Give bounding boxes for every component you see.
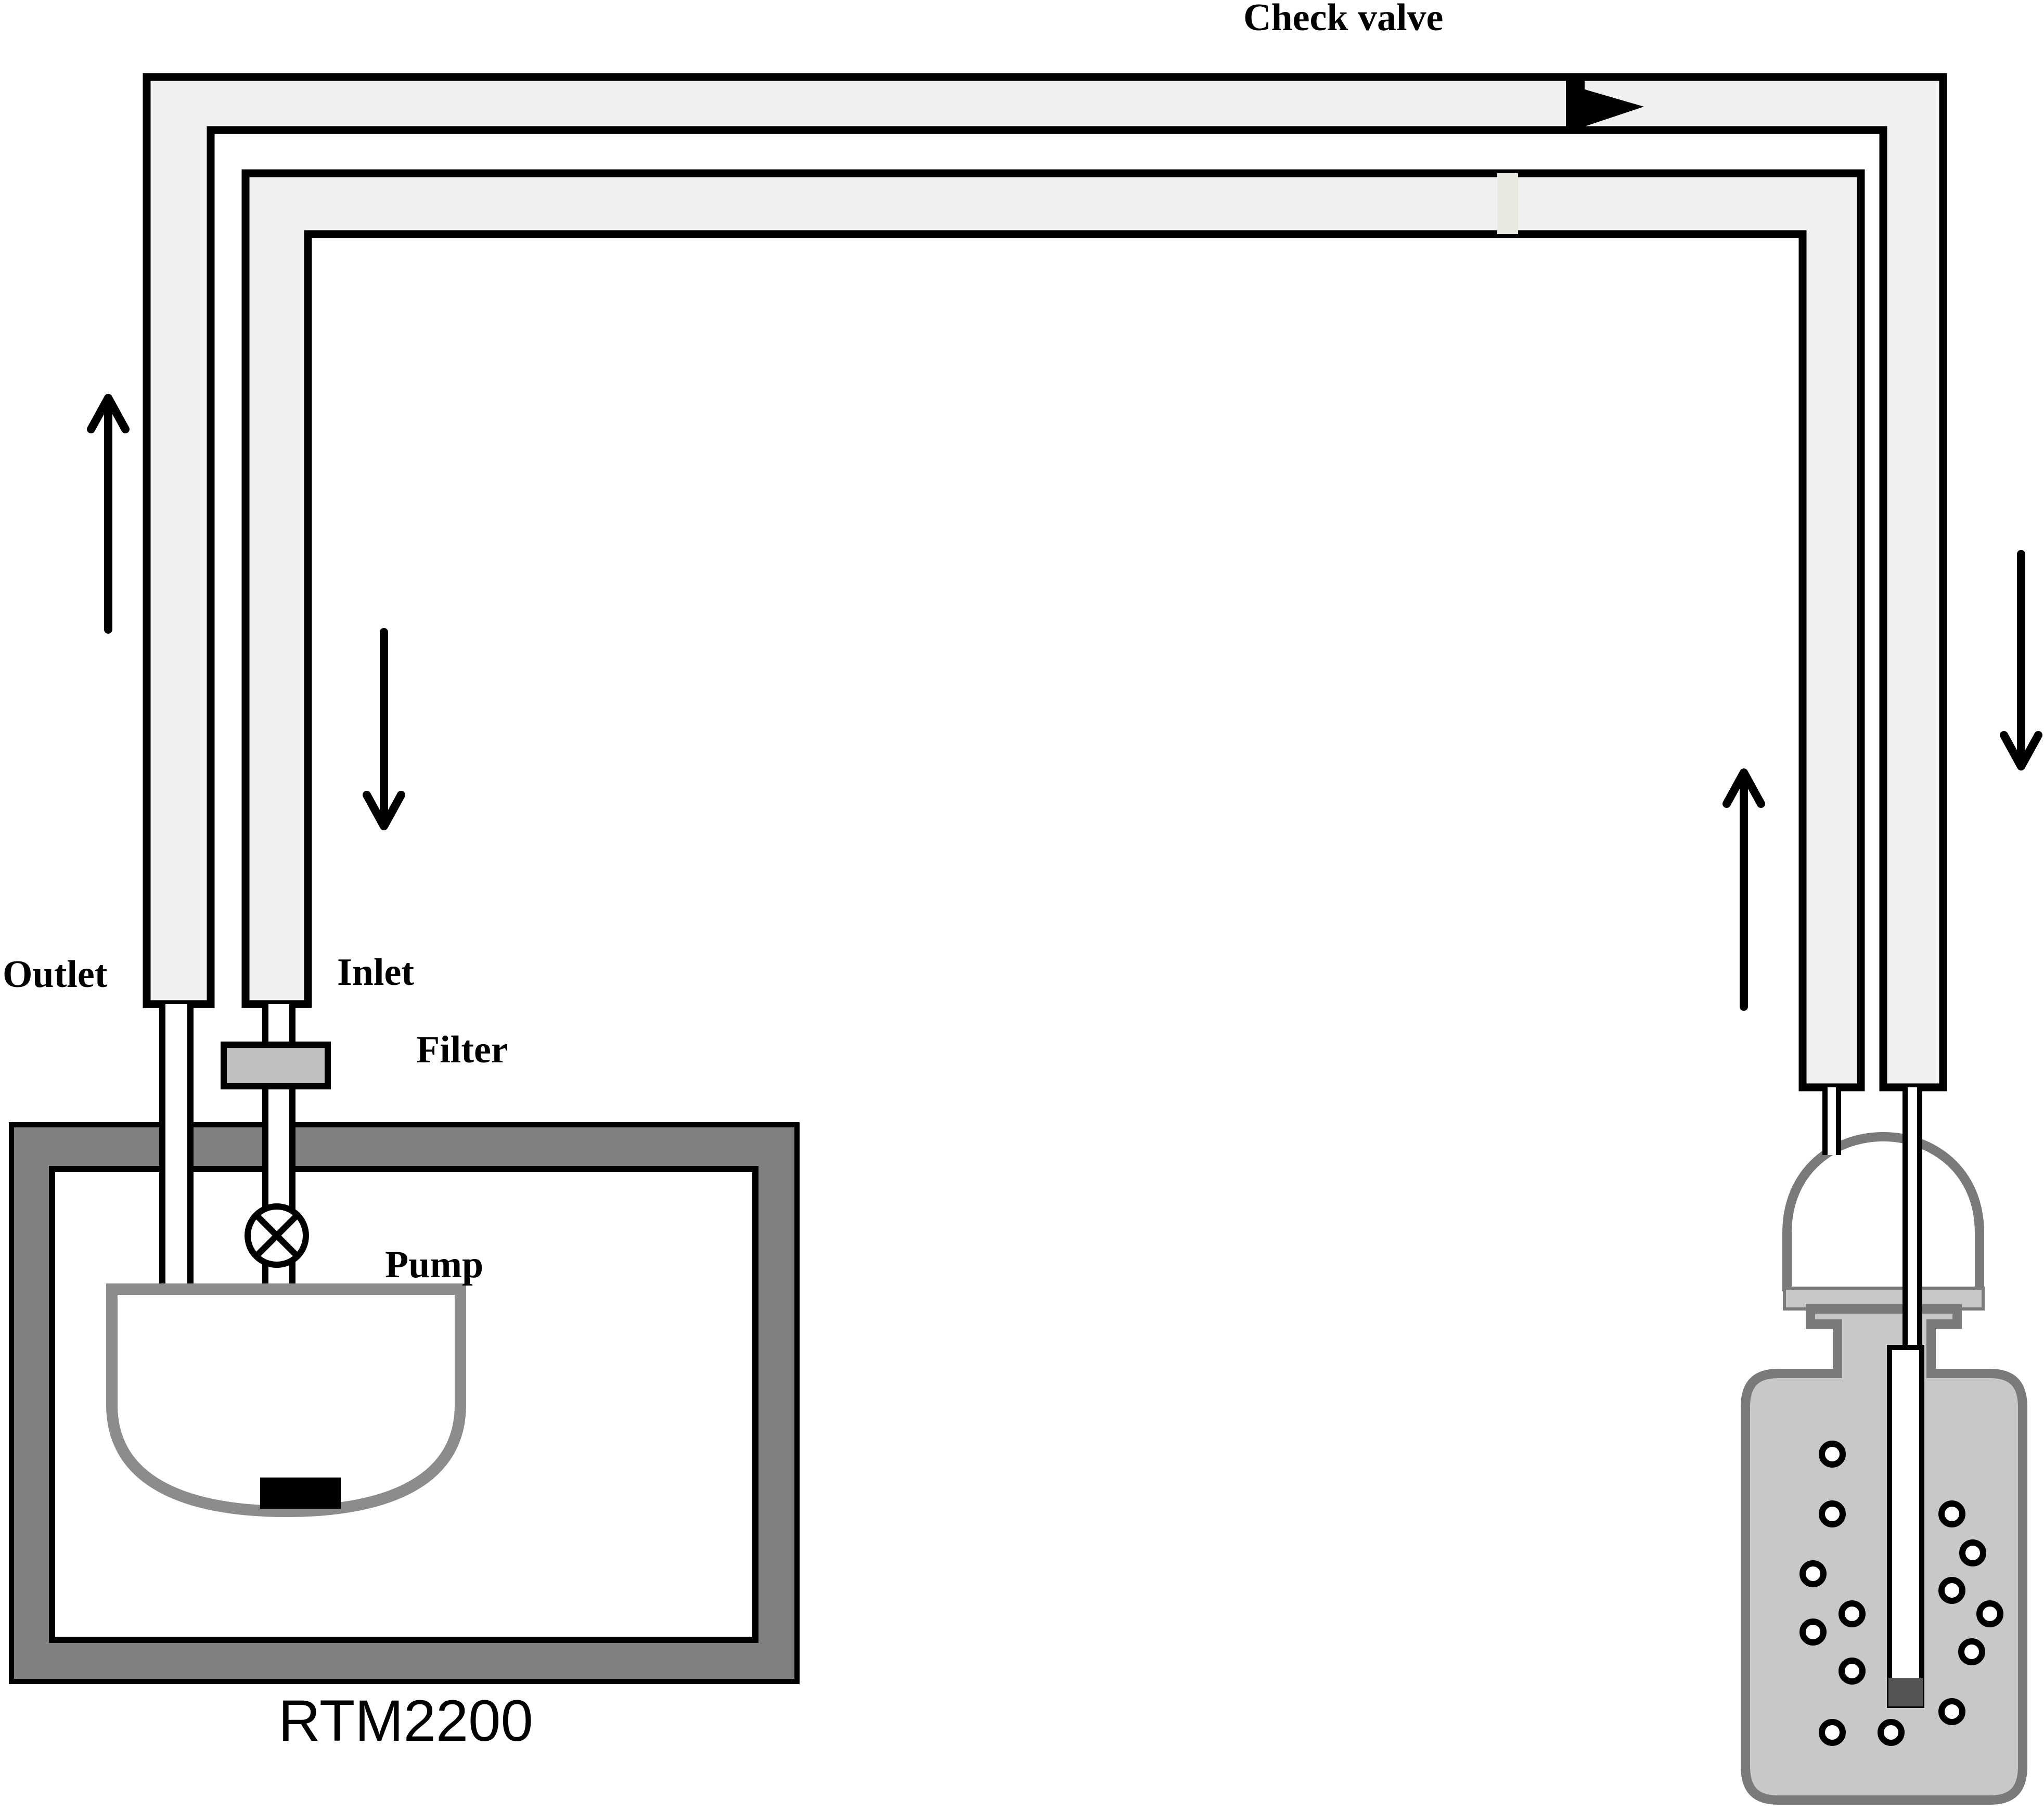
check-valve-icon	[1566, 77, 1644, 130]
bottle-dome	[1782, 1132, 1984, 1291]
flow-arrow-supply-down	[2000, 550, 2042, 770]
inlet-label: Inlet	[337, 951, 414, 994]
bubble	[1976, 1600, 2003, 1627]
bottle-supply-pipe	[1902, 1087, 1922, 1347]
filter-label: Filter	[416, 1029, 508, 1071]
flow-arrow-return-up	[1722, 768, 1765, 1011]
device-label: RTM2200	[278, 1688, 533, 1753]
bubble	[1799, 1619, 1827, 1646]
inline-marker	[1497, 173, 1518, 234]
bubble	[1959, 1539, 1986, 1566]
return-inlet-tube	[241, 169, 1865, 1091]
flow-arrow-inlet-down	[363, 628, 405, 830]
bubble	[1839, 1600, 1866, 1627]
outlet-supply-tube	[143, 73, 1947, 1091]
shutoff-valve-icon	[245, 1203, 309, 1268]
bubble	[1878, 1719, 1905, 1746]
pump-label: Pump	[385, 1243, 483, 1286]
outlet-label: Outlet	[3, 953, 108, 996]
filter-body	[221, 1042, 331, 1089]
stir-bar-icon	[260, 1478, 341, 1509]
bottle-body	[1741, 1304, 2027, 1805]
bubbles	[1799, 1441, 2003, 1746]
bubble	[1819, 1719, 1846, 1746]
bubble	[1799, 1560, 1827, 1587]
check-valve-label: Check valve	[1243, 0, 1443, 39]
flow-arrow-outlet-up	[87, 394, 130, 634]
bubble	[1958, 1638, 1985, 1665]
dip-tube	[1887, 1345, 1924, 1708]
bubble	[1819, 1441, 1846, 1468]
bubble	[1938, 1698, 1965, 1725]
bubble	[1819, 1500, 1846, 1527]
bubble	[1839, 1658, 1866, 1685]
bubble	[1938, 1577, 1965, 1604]
bubble	[1938, 1500, 1965, 1527]
outlet-pipe	[159, 1004, 194, 1289]
dip-tube-tip	[1888, 1678, 1923, 1706]
pump-reservoir	[106, 1283, 466, 1518]
bottle-return-pipe	[1822, 1087, 1841, 1155]
